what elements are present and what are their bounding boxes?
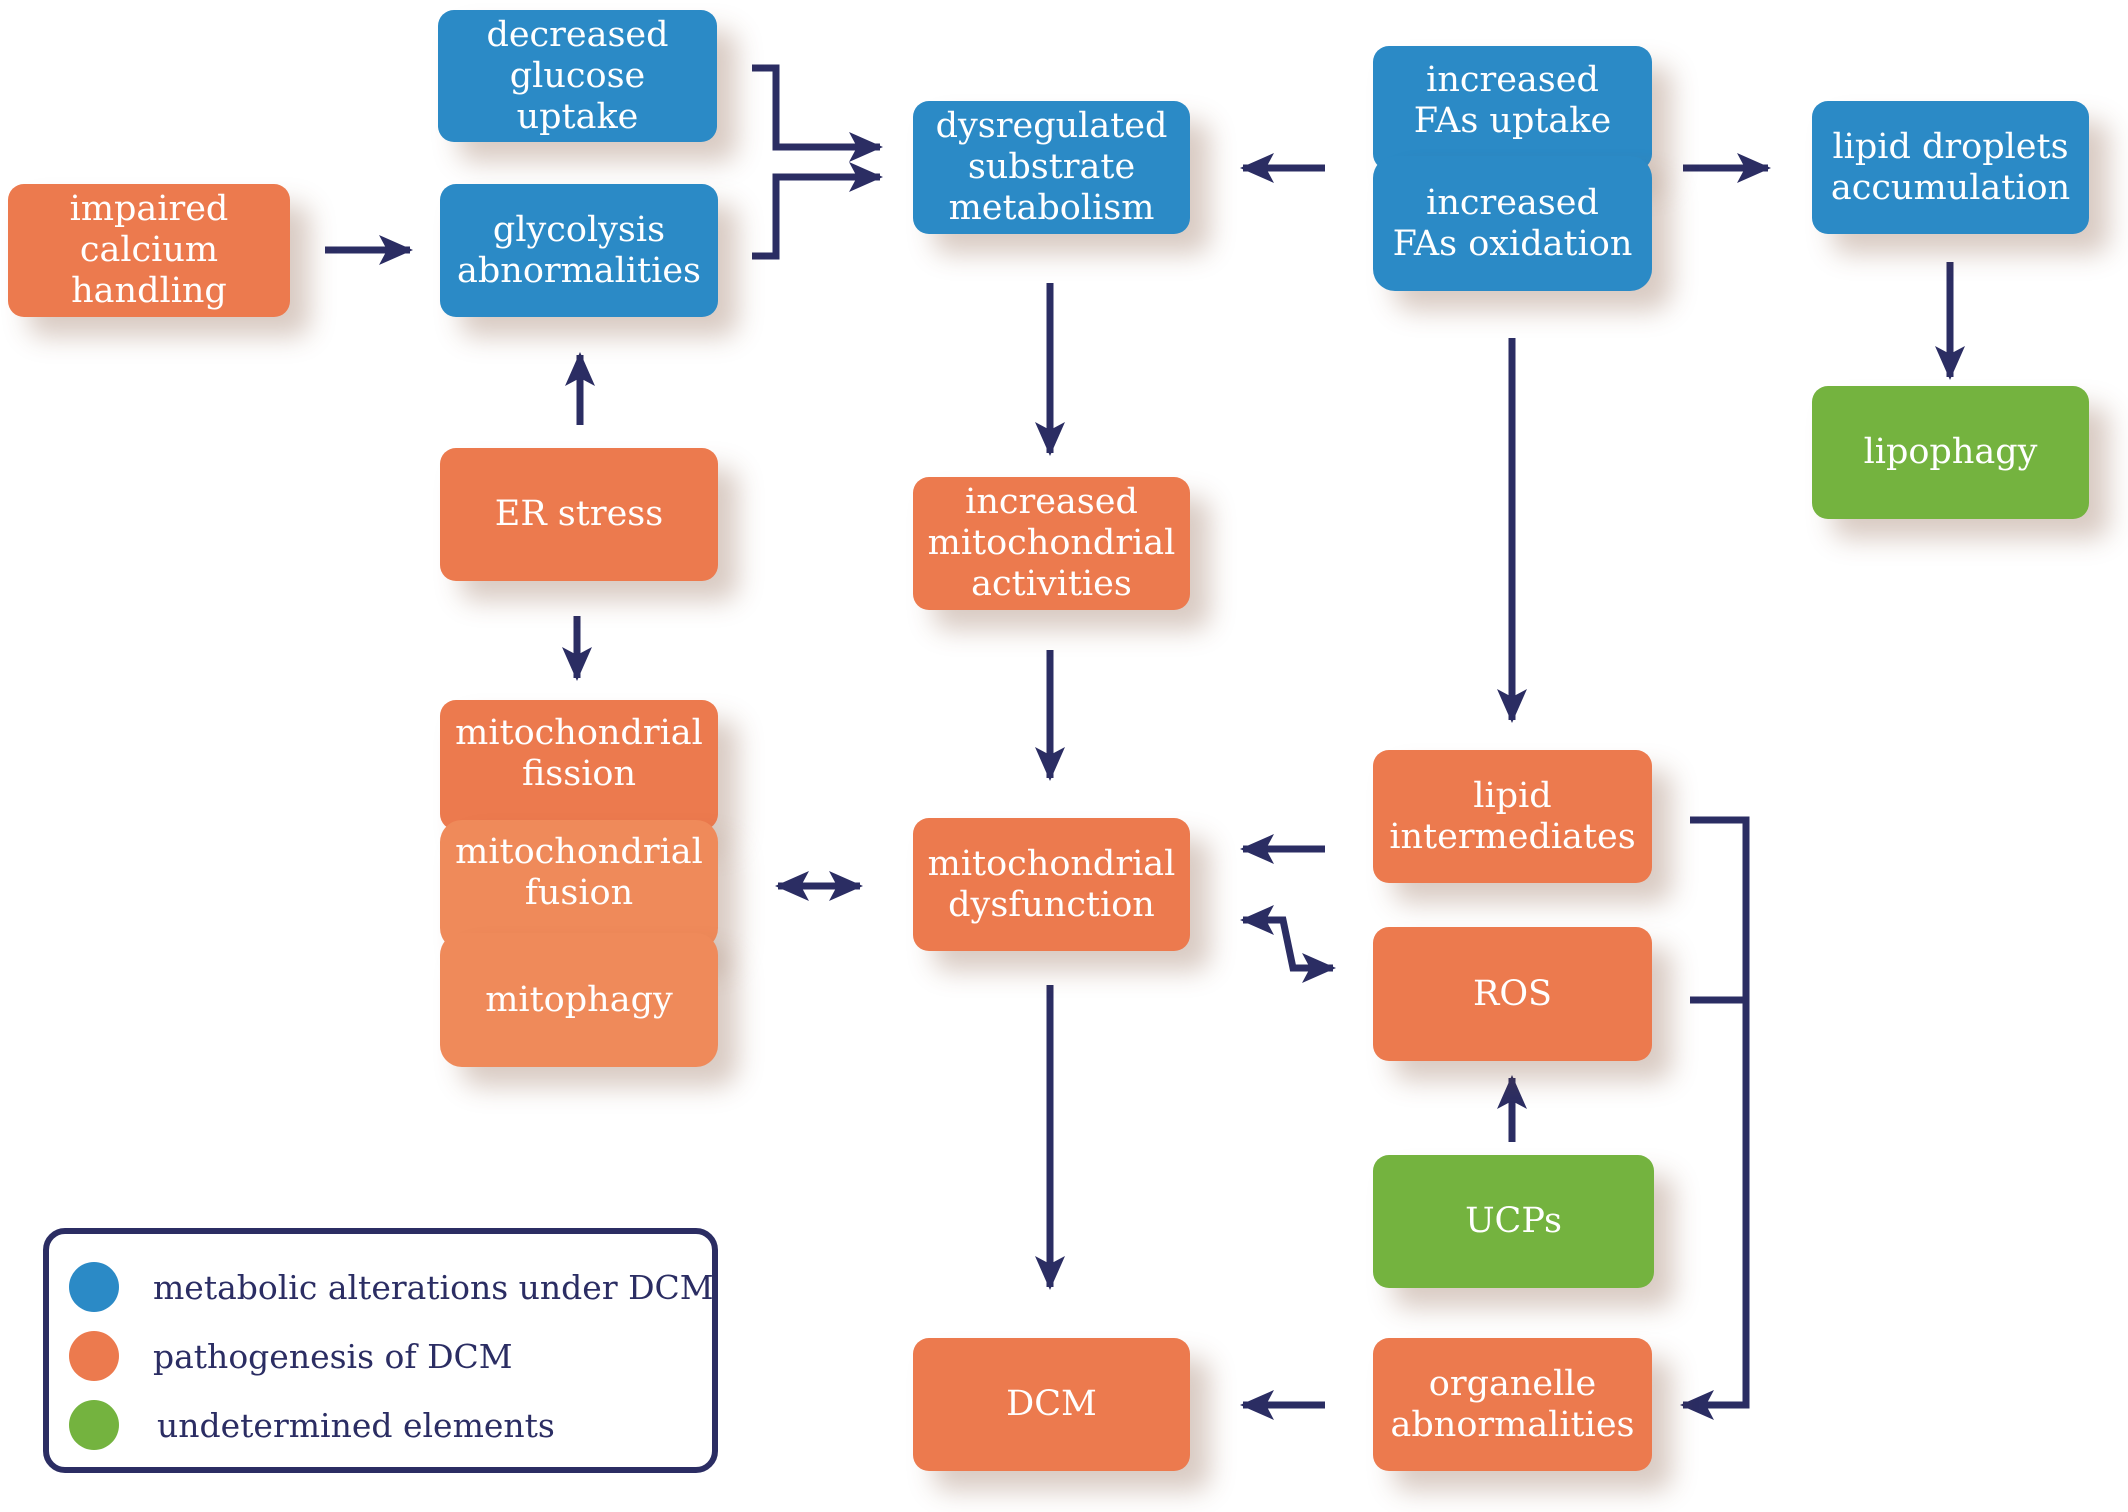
node-mitochondrial-fission: mitochondrial fission bbox=[440, 700, 718, 830]
legend-item-metabolic: metabolic alterations under DCM bbox=[69, 1262, 714, 1312]
node-mitochondrial-fusion: mitochondrial fusion bbox=[440, 820, 718, 950]
legend-swatch-undetermined bbox=[69, 1400, 119, 1450]
node-decreased-glucose-uptake: decreased glucose uptake bbox=[438, 10, 717, 142]
node-lipid-intermediates: lipid intermediates bbox=[1373, 750, 1652, 883]
arrow-glucose-to-substrate bbox=[752, 64, 883, 162]
legend-label-metabolic: metabolic alterations under DCM bbox=[153, 1267, 714, 1307]
node-organelle-abnormalities: organelle abnormalities bbox=[1373, 1338, 1652, 1471]
node-ros: ROS bbox=[1373, 927, 1652, 1061]
legend-item-undetermined: undetermined elements bbox=[69, 1400, 555, 1450]
node-mitochondrial-dysfunction: mitochondrial dysfunction bbox=[913, 818, 1190, 951]
node-er-stress: ER stress bbox=[440, 448, 718, 581]
legend-label-pathogenesis: pathogenesis of DCM bbox=[153, 1336, 513, 1376]
legend-item-pathogenesis: pathogenesis of DCM bbox=[69, 1331, 513, 1381]
node-glycolysis-abnormalities: glycolysis abnormalities bbox=[440, 184, 718, 317]
legend-swatch-pathogenesis bbox=[69, 1331, 119, 1381]
node-impaired-calcium-handling: impaired calcium handling bbox=[8, 184, 290, 317]
arrow-bracket-to-organelle bbox=[1680, 816, 1750, 1420]
node-lipophagy: lipophagy bbox=[1812, 386, 2089, 519]
legend-label-undetermined: undetermined elements bbox=[157, 1405, 555, 1445]
node-lipid-droplets-accumulation: lipid droplets accumulation bbox=[1812, 101, 2089, 234]
arrow-dysfunction-ros bbox=[1240, 905, 1336, 983]
node-dysregulated-substrate-metabolism: dysregulated substrate metabolism bbox=[913, 101, 1190, 234]
node-dcm: DCM bbox=[913, 1338, 1190, 1471]
legend: metabolic alterations under DCM pathogen… bbox=[43, 1228, 718, 1473]
node-increased-mitochondrial-activities: increased mitochondrial activities bbox=[913, 477, 1190, 610]
arrow-glycolysis-to-substrate bbox=[752, 162, 883, 260]
node-increased-fas-uptake: increased FAs uptake bbox=[1373, 46, 1652, 170]
node-ucps: UCPs bbox=[1373, 1155, 1654, 1288]
legend-swatch-metabolic bbox=[69, 1262, 119, 1312]
node-increased-fas-oxidation: increased FAs oxidation bbox=[1373, 156, 1652, 291]
node-mitophagy: mitophagy bbox=[440, 933, 718, 1067]
